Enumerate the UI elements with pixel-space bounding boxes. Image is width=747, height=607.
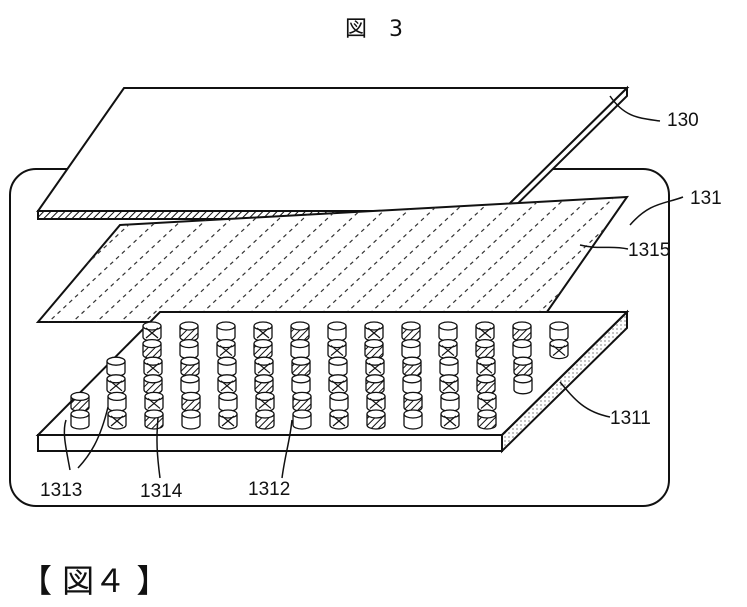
element-1312 [441, 392, 459, 411]
element-1313 [107, 375, 125, 394]
element-1314 [514, 357, 532, 376]
element-1314 [292, 357, 310, 376]
element-1312 [439, 322, 457, 341]
element-1314 [254, 340, 272, 359]
element-1312 [107, 357, 125, 376]
element-1313 [256, 392, 274, 411]
element-1313 [439, 340, 457, 359]
element-1314 [144, 375, 162, 394]
element-1313 [108, 410, 126, 429]
element-1313 [328, 340, 346, 359]
element-1312 [291, 340, 309, 359]
label-1312: 1312 [248, 479, 290, 500]
element-1312 [181, 375, 199, 394]
element-1314 [180, 322, 198, 341]
element-1313 [218, 375, 236, 394]
element-1312 [71, 410, 89, 429]
element-1312 [403, 375, 421, 394]
element-1313 [143, 322, 161, 341]
element-1312 [402, 340, 420, 359]
element-1314 [293, 392, 311, 411]
element-1314 [256, 410, 274, 429]
label-1314: 1314 [140, 481, 183, 502]
element-1312 [182, 410, 200, 429]
element-1314 [255, 375, 273, 394]
next-figure-heading: 【 図４ 】 [20, 562, 168, 600]
element-1313 [367, 392, 385, 411]
element-1313 [550, 340, 568, 359]
element-1313 [144, 357, 162, 376]
element-1313 [255, 357, 273, 376]
element-1314 [476, 340, 494, 359]
element-1313 [441, 410, 459, 429]
element-1314 [478, 410, 496, 429]
element-1313 [365, 322, 383, 341]
element-1314 [367, 410, 385, 429]
element-1314 [513, 322, 531, 341]
element-1312 [440, 357, 458, 376]
element-1314 [403, 357, 421, 376]
element-1312 [404, 410, 422, 429]
element-1312 [180, 340, 198, 359]
element-1314 [182, 392, 200, 411]
element-1312 [217, 322, 235, 341]
element-1313 [330, 410, 348, 429]
label-130: 130 [667, 110, 699, 131]
element-1314 [143, 340, 161, 359]
element-1314 [365, 340, 383, 359]
element-1314 [366, 375, 384, 394]
element-1312 [328, 322, 346, 341]
element-1312 [329, 357, 347, 376]
element-1312 [219, 392, 237, 411]
element-1313 [478, 392, 496, 411]
label-1313: 1313 [40, 480, 82, 501]
element-1313 [217, 340, 235, 359]
element-1314 [402, 322, 420, 341]
element-1313 [329, 375, 347, 394]
element-1314 [477, 375, 495, 394]
element-1313 [476, 322, 494, 341]
label-1311: 1311 [610, 408, 651, 429]
element-1313 [477, 357, 495, 376]
element-1314 [145, 410, 163, 429]
element-1314 [404, 392, 422, 411]
element-1312 [293, 410, 311, 429]
label-131: 131 [690, 188, 722, 209]
element-1312 [513, 340, 531, 359]
element-1312 [292, 375, 310, 394]
cover-plate [38, 88, 627, 219]
element-1314 [181, 357, 199, 376]
figure-title: 図 3 [345, 17, 403, 42]
element-1313 [366, 357, 384, 376]
element-1312 [108, 392, 126, 411]
label-1315: 1315 [628, 240, 670, 261]
element-1312 [330, 392, 348, 411]
element-1314 [71, 392, 89, 411]
element-1312 [514, 375, 532, 394]
element-1312 [218, 357, 236, 376]
element-1313 [219, 410, 237, 429]
element-1313 [145, 392, 163, 411]
element-1314 [291, 322, 309, 341]
element-1313 [440, 375, 458, 394]
element-1313 [254, 322, 272, 341]
element-1312 [550, 322, 568, 341]
